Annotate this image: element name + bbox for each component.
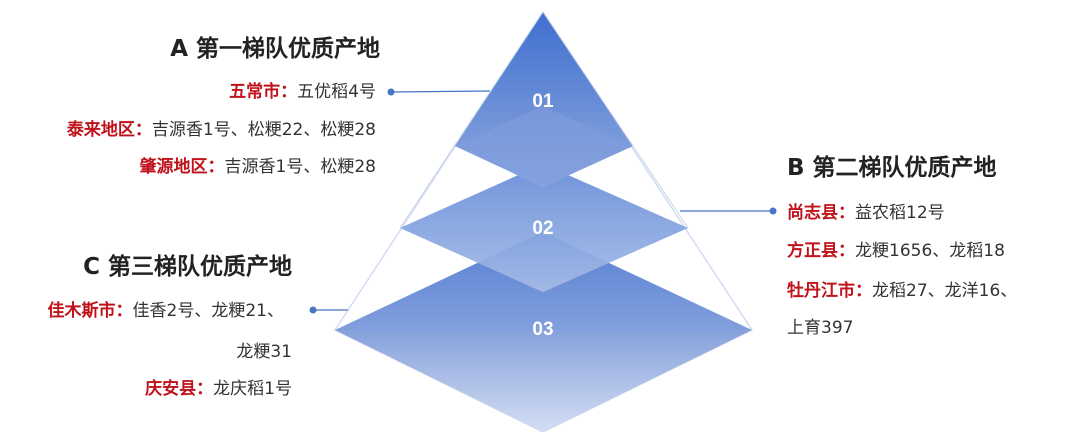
tier-a-place-3: 肇源地区：: [139, 157, 225, 177]
pyramid-edge-right: [542, 11, 689, 229]
tier-c-entry-1: 佳木斯市：佳香2号、龙粳21、: [48, 299, 284, 323]
tier-b-place-1: 尚志县：: [787, 203, 855, 223]
tier-b-varieties-1: 益农稻12号: [855, 203, 945, 223]
tier-a-varieties-2: 吉源香1号、松粳22、松粳28: [151, 120, 376, 140]
tier-b-varieties-3: 龙稻27、龙洋16、: [872, 281, 1018, 301]
connector-b-dot: [769, 207, 777, 215]
tier-a-place-2: 泰来地区：: [66, 120, 152, 140]
tier-a-title: A 第一梯队优质产地: [170, 36, 380, 62]
tier-a-entry-2: 泰来地区：吉源香1号、松粳22、松粳28: [67, 118, 376, 142]
tier-c-place-2: 庆安县：: [145, 379, 214, 399]
tier-b-entry-2: 方正县：龙粳1656、龙稻18: [787, 239, 1005, 263]
tier-c-varieties-1: 佳香2号、龙粳21、: [132, 301, 284, 321]
connector-c-dot: [309, 306, 317, 314]
tier-c-varieties-2: 龙庆稻1号: [213, 379, 292, 399]
tier-b-varieties-2: 龙粳1656、龙稻18: [855, 241, 1005, 261]
tier-c-continuation: 龙粳31: [236, 342, 292, 362]
pyramid-edge-left: [399, 11, 544, 229]
tier-c-title: C 第三梯队优质产地: [83, 254, 292, 280]
tier-01-number: 01: [532, 91, 554, 112]
pyramid-outline: [333, 10, 754, 432]
tier-b-continuation: 上育397: [787, 318, 854, 338]
tier-c-entry-2: 庆安县：龙庆稻1号: [145, 377, 292, 401]
connector-a: [390, 90, 491, 93]
tier-01-lower-facet: [455, 106, 633, 187]
tier-03-number: 03: [532, 319, 553, 340]
tier-a-entry-3: 肇源地区：吉源香1号、松粳28: [140, 155, 376, 179]
tier-a-varieties-3: 吉源香1号、松粳28: [224, 157, 376, 177]
tier-02-front: [400, 164, 688, 292]
tier-b-place-3: 牡丹江市：: [787, 281, 872, 301]
tier-b-title: B 第二梯队优质产地: [787, 155, 997, 181]
tier-a-varieties-1: 五优稻4号: [297, 82, 376, 102]
tier-a-entry-1: 五常市：五优稻4号: [229, 80, 376, 104]
tier-a-place-1: 五常市：: [229, 82, 298, 102]
tier-b-entry-3: 牡丹江市：龙稻27、龙洋16、: [787, 279, 1017, 303]
tier-b-entry-1: 尚志县：益农稻12号: [787, 201, 945, 225]
tier-b-place-2: 方正县：: [787, 241, 855, 261]
tier-03-floor: [335, 330, 752, 432]
connector-a-dot: [387, 88, 395, 96]
tier-c-place-1: 佳木斯市：: [47, 301, 133, 321]
tier-02-number: 02: [532, 218, 553, 239]
